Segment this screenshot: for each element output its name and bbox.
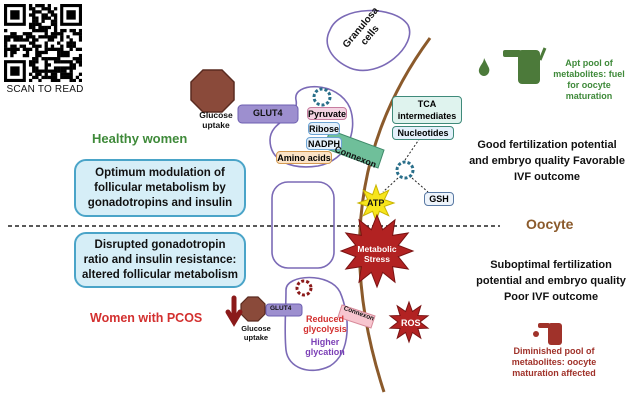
glut4-label-healthy: GLUT4: [253, 108, 283, 118]
healthy-women-heading: Healthy women: [92, 131, 188, 146]
fuel-nozzle-icon-healthy: [478, 47, 547, 84]
healthy-outcome-text: Good fertilization potential and embryo …: [469, 139, 625, 183]
glut4-transporter-pcos: [265, 303, 303, 317]
apt-pool-text: Apt pool of metabolites: fuel for oocyte…: [553, 58, 625, 101]
oocyte-membrane: [358, 37, 432, 393]
reduced-glycolysis-label: Reduced glycolysis: [303, 314, 347, 334]
pcos-outcome-text: Suboptimal fertilization potential and e…: [476, 259, 626, 303]
cycle-icon-pcos: [295, 279, 313, 297]
gsh-box: GSH: [424, 192, 454, 206]
qr-caption: SCAN TO READ: [6, 84, 84, 95]
granulosa-cell-healthy: [269, 85, 354, 168]
granulosa-cell-middle: [271, 181, 335, 269]
glucose-uptake-label-pcos: Glucose uptake: [241, 324, 271, 342]
nucleotides-box: Nucleotides: [392, 126, 454, 140]
atp-label: ATP: [367, 198, 385, 208]
arrow-to-atp: [382, 177, 399, 193]
healthy-modulation-box: Optimum modulation of follicular metabol…: [74, 159, 246, 217]
glut4-label-pcos: GLUT4: [270, 305, 292, 312]
pcos-heading: Women with PCOS: [90, 311, 203, 325]
cycle-icon-healthy: [312, 87, 332, 107]
glut4-transporter-healthy: [237, 104, 299, 124]
glucose-uptake-label-healthy: Glucose uptake: [199, 110, 233, 130]
diminished-pool-text: Diminished pool of metabolites: oocyte m…: [511, 346, 597, 378]
higher-glycation-label: Higher glycation: [305, 337, 345, 357]
decrease-arrow: [225, 295, 243, 327]
metabolite-amino-acids: Amino acids: [276, 151, 332, 164]
glucose-molecule-healthy: [190, 69, 235, 113]
connexon-pcos: [337, 304, 376, 329]
tca-intermediates-box: TCA intermediates: [392, 96, 462, 124]
metabolic-stress-label: Metabolic Stress: [357, 244, 397, 264]
pcos-disrupted-box: Disrupted gonadotropin ratio and insulin…: [74, 232, 246, 288]
ros-label: ROS: [401, 318, 421, 328]
arrow-to-gsh: [411, 177, 429, 193]
metabolite-pyruvate: Pyruvate: [307, 107, 347, 120]
metabolic-stress-burst: [339, 213, 415, 289]
granulosa-cell-pcos: [284, 276, 348, 372]
fuel-nozzle-icon-pcos: [533, 323, 562, 345]
cycle-icon-oocyte: [395, 160, 415, 180]
metabolite-ribose: Ribose: [308, 122, 340, 135]
oocyte-label: Oocyte: [526, 216, 574, 232]
ros-burst: [388, 300, 430, 344]
metabolite-nadph: NADPH: [306, 137, 342, 150]
granulosa-cell-top: [326, 9, 411, 72]
glucose-molecule-pcos: [240, 296, 266, 322]
qr-code[interactable]: [4, 4, 82, 82]
arrow-to-tca: [404, 137, 421, 161]
